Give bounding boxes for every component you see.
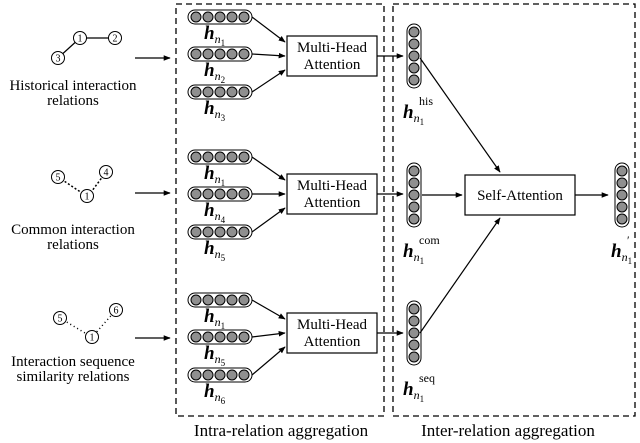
attention-box-line2: Attention: [304, 195, 361, 211]
aggregated-vector: [406, 23, 422, 89]
embedding-vector: [187, 9, 253, 25]
embedding-to-attention-arrow: [251, 207, 286, 233]
aggregated-vector-label-superscript: com: [419, 233, 440, 247]
inter-relation-section: [392, 3, 636, 417]
node-embedding-label: hn6: [204, 381, 226, 406]
self-attention-label: Self-Attention: [477, 188, 563, 204]
aggregated-vector-label: hn1: [403, 379, 424, 404]
common-relation-label-line2: relations: [47, 237, 99, 253]
embedding-to-attention-arrow: [251, 16, 286, 43]
embedding-vector: [187, 149, 253, 165]
intra-relation-groups: hn1 hn2 hn3 hn1 hn4 hn5 hn1 hn5 hn6: [187, 9, 286, 406]
historical-relation-label-line1: Historical interaction: [9, 78, 137, 94]
sequence-relation-label-line1: Interaction sequence: [11, 354, 135, 370]
aggregated-vector: [406, 162, 422, 228]
aggregated-vector: [406, 300, 422, 366]
aggregated-vector-label: hn1: [403, 102, 424, 127]
embedding-to-attention-arrow: [251, 346, 286, 376]
multi-head-attention-box: Multi-Head Attention: [286, 35, 378, 77]
intra-group: hn1 hn5 hn6: [187, 292, 286, 406]
node-embedding-label: hn1: [204, 306, 225, 331]
attention-box-line1: Multi-Head: [297, 317, 367, 333]
node-embedding-label: hn5: [204, 343, 226, 368]
embedding-to-attention-arrow: [251, 299, 286, 320]
attention-box-line2: Attention: [304, 57, 361, 73]
final-vector-label: hn1: [611, 241, 632, 266]
node-embedding-label: hn1: [204, 163, 225, 188]
graph-node-label: 1: [90, 333, 95, 344]
graph-node-label: 4: [104, 168, 109, 179]
intra-relation-section: [175, 3, 385, 417]
intra-group: hn1 hn2 hn3: [187, 9, 286, 123]
embedding-to-attention-arrow: [251, 69, 286, 93]
embedding-vector: [187, 46, 253, 62]
graph-node-label: 6: [114, 306, 119, 317]
embedding-to-attention-arrow: [251, 330, 286, 338]
sequence-similarity-relation-graph: 5 6 1: [53, 303, 123, 344]
node-embedding-label: hn5: [204, 238, 226, 263]
embedding-vector: [187, 84, 253, 100]
historical-relation-label-line2: relations: [47, 93, 99, 109]
node-embedding-label: hn4: [204, 200, 226, 225]
multi-head-attention-box: Multi-Head Attention: [286, 312, 378, 354]
self-attention-box: Self-Attention: [464, 174, 576, 216]
common-relation-label-line1: Common interaction: [11, 222, 135, 238]
embedding-vector: [187, 367, 253, 383]
graph-node-label: 1: [78, 34, 83, 45]
embedding-to-attention-arrow: [251, 156, 286, 181]
aggregated-vector-label-superscript: seq: [419, 371, 435, 385]
final-output-vector: hn1′: [611, 162, 632, 266]
seq-to-self-attention-arrow: [419, 217, 501, 334]
attention-box-line1: Multi-Head: [297, 40, 367, 56]
graph-node-label: 3: [56, 54, 61, 65]
final-vector-label-superscript: ′: [627, 233, 630, 247]
sequence-relation-label-line2: similarity relations: [17, 369, 130, 385]
aggregated-vector-label: hn1: [403, 241, 424, 266]
attention-box-line2: Attention: [304, 334, 361, 350]
embedding-to-attention-arrow: [251, 52, 286, 59]
embedding-vector: [187, 292, 253, 308]
aggregated-vector-label-superscript: his: [419, 94, 433, 108]
graph-node-label: 2: [113, 34, 118, 45]
graph-node-label: 5: [56, 173, 61, 184]
inter-relation-section-label: Inter-relation aggregation: [421, 421, 595, 440]
attention-box-line1: Multi-Head: [297, 178, 367, 194]
multi-head-attention-box: Multi-Head Attention: [286, 173, 378, 215]
embedding-vector: [187, 186, 253, 202]
intra-relation-section-label: Intra-relation aggregation: [194, 421, 369, 440]
node-embedding-label: hn3: [204, 98, 226, 123]
graph-node-label: 1: [85, 192, 90, 203]
final-embedding-vector: [614, 162, 630, 228]
his-to-self-attention-arrow: [419, 57, 501, 173]
historical-relation-graph: 1 2 3: [51, 31, 122, 65]
embedding-vector: [187, 224, 253, 240]
intra-group: hn1 hn4 hn5: [187, 149, 286, 263]
graph-node-label: 5: [58, 314, 63, 325]
embedding-vector: [187, 329, 253, 345]
node-embedding-label: hn2: [204, 60, 225, 85]
node-embedding-label: hn1: [204, 23, 225, 48]
common-relation-graph: 5 4 1: [51, 165, 113, 203]
